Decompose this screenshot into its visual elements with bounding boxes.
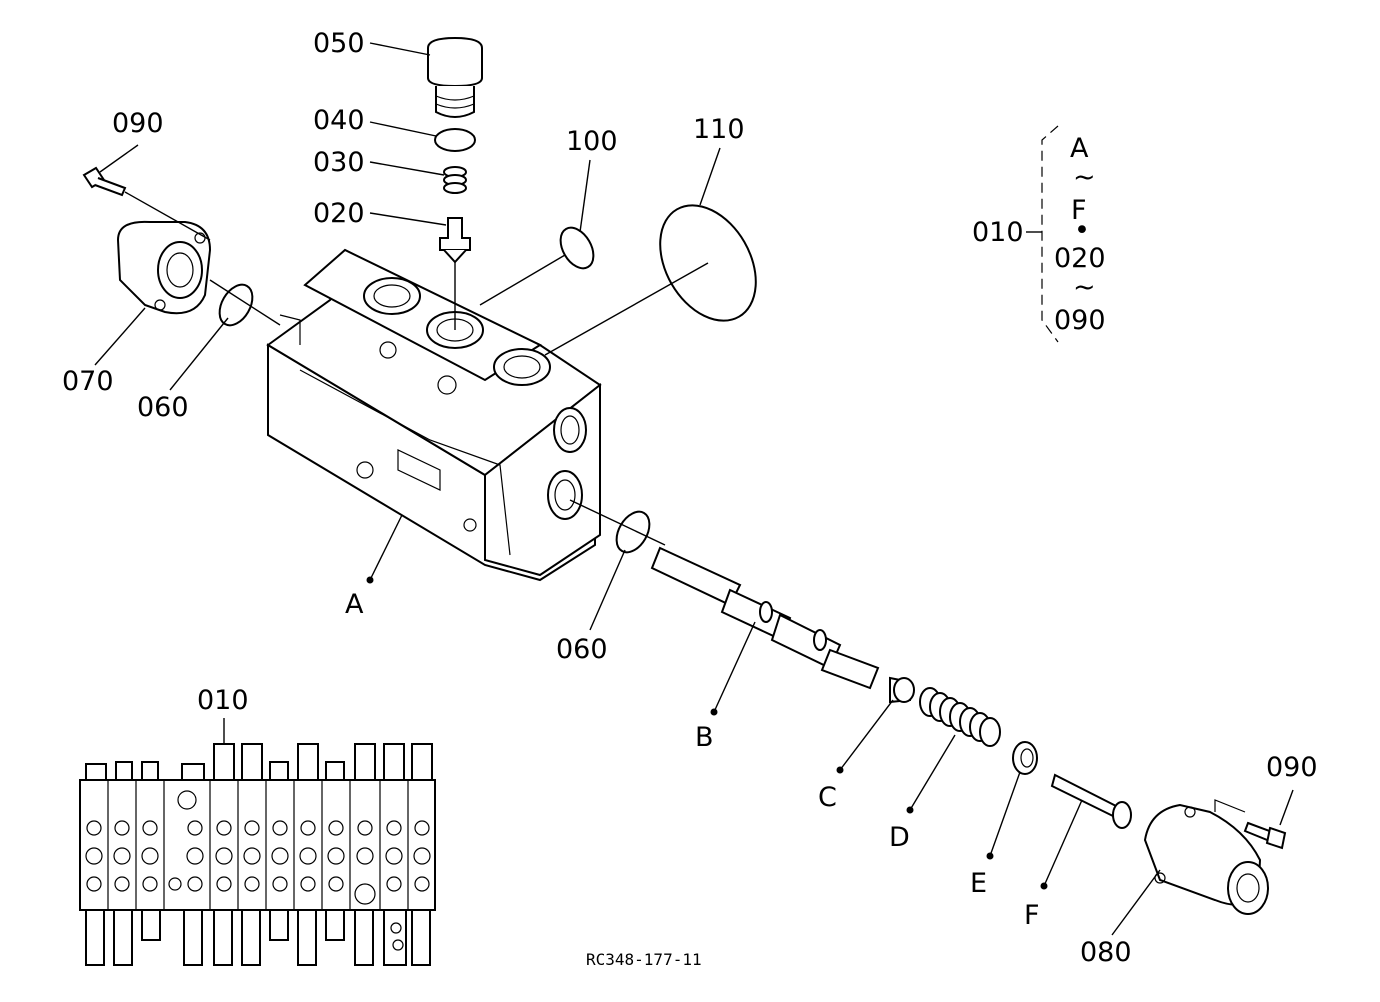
oring-060-left — [218, 283, 254, 327]
spool-B — [650, 546, 880, 690]
legend-line1: A — [1070, 133, 1089, 164]
legend-line4: 090 — [1054, 305, 1106, 336]
legend-dot: • — [1074, 215, 1090, 246]
label-100: 100 — [566, 126, 618, 157]
spring-D — [919, 687, 1001, 747]
cap-080 — [1143, 799, 1269, 915]
legend-tilde2: ~ — [1073, 272, 1096, 303]
valve-stack-overview — [79, 743, 436, 966]
label-110: 110 — [693, 114, 745, 145]
legend-line2: F — [1071, 195, 1087, 226]
valve-body — [266, 248, 602, 582]
bolt-F — [1050, 773, 1132, 829]
oring-060-mid — [615, 510, 651, 554]
label-020: 020 — [313, 198, 365, 229]
legend-part: 010 — [972, 217, 1024, 248]
label-060-left: 060 — [137, 392, 189, 423]
collar-C — [889, 676, 915, 704]
bolt-090-right — [1243, 821, 1287, 850]
drawing-code: RC348-177-11 — [586, 950, 702, 969]
legend-tilde1: ~ — [1073, 162, 1096, 193]
label-050: 050 — [313, 28, 365, 59]
label-sub-F: F — [1024, 900, 1040, 931]
plug-050 — [427, 36, 483, 118]
label-sub-E: E — [970, 868, 987, 899]
label-090-top: 090 — [112, 108, 164, 139]
spring-030 — [443, 166, 467, 194]
oring-040 — [434, 128, 476, 152]
label-sub-B: B — [695, 722, 714, 753]
label-010-bottom: 010 — [197, 685, 249, 716]
label-090-right: 090 — [1266, 752, 1318, 783]
label-070: 070 — [62, 366, 114, 397]
label-060-mid: 060 — [556, 634, 608, 665]
label-sub-A: A — [345, 589, 364, 620]
label-040: 040 — [313, 105, 365, 136]
label-sub-D: D — [889, 822, 910, 853]
seat-E — [1012, 741, 1038, 775]
bolt-090-top — [82, 166, 127, 197]
label-080: 080 — [1080, 937, 1132, 968]
legend-line3: 020 — [1054, 243, 1106, 274]
cap-070 — [116, 220, 212, 315]
assembly-legend-bracket — [1026, 125, 1059, 343]
oring-100 — [559, 226, 595, 270]
label-sub-C: C — [818, 782, 837, 813]
label-030: 030 — [313, 147, 365, 178]
